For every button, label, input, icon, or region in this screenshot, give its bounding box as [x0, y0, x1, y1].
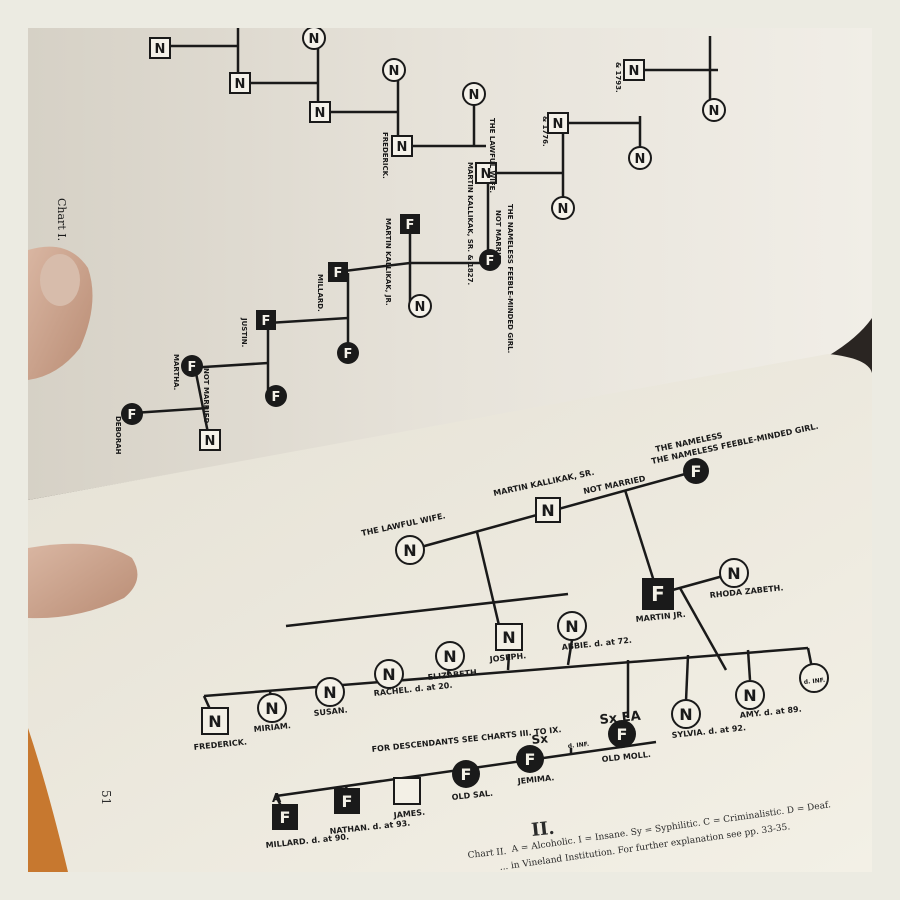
svg-text:N: N: [382, 665, 395, 684]
svg-text:& 1793.: & 1793.: [614, 62, 622, 93]
node-amy: [735, 680, 765, 710]
node-martin-jr: [642, 578, 674, 610]
svg-text:N: N: [265, 699, 278, 718]
svg-text:N: N: [389, 64, 400, 79]
bottom-page: [28, 354, 872, 872]
label-old-sal: OLD SAL.: [451, 789, 493, 802]
node-elizabeth: [435, 641, 465, 671]
node-nameless-girl: [683, 458, 709, 484]
svg-text:N: N: [235, 77, 246, 92]
label-jemima: JEMIMA.: [516, 773, 554, 786]
svg-text:MILLARD.: MILLARD.: [316, 274, 324, 312]
thumbnail-upper: [40, 254, 80, 306]
svg-text:NOT MARRIED: NOT MARRIED: [202, 368, 210, 424]
svg-text:N: N: [679, 705, 692, 724]
svg-text:N: N: [208, 712, 221, 731]
svg-text:NOT MARRIED: NOT MARRIED: [494, 210, 502, 266]
svg-text:N: N: [727, 564, 740, 583]
node-jemima: [516, 745, 544, 773]
svg-text:F: F: [486, 254, 495, 269]
svg-text:F: F: [342, 792, 353, 811]
svg-text:JUSTIN.: JUSTIN.: [240, 317, 248, 347]
svg-text:F: F: [461, 765, 472, 784]
chart-title: Chart II.: [467, 847, 507, 861]
mark-sx: Sx: [531, 731, 549, 747]
top-chart-label: Chart I.: [55, 198, 68, 241]
svg-text:N: N: [553, 117, 564, 132]
svg-text:F: F: [406, 218, 415, 233]
node-sylvia: [671, 699, 701, 729]
top-page-nodes: N N N N N N N N N N N N N F F F N F F F …: [121, 28, 726, 451]
svg-text:F: F: [334, 266, 343, 281]
svg-text:THE NAMELESS FEEBLE-MINDED GIR: THE NAMELESS FEEBLE-MINDED GIRL.: [506, 204, 514, 353]
svg-text:N: N: [469, 88, 480, 103]
svg-text:N: N: [558, 202, 569, 217]
mark-sxea: Sx EA: [599, 709, 642, 728]
svg-text:N: N: [743, 686, 756, 705]
node-old-sal: [452, 760, 480, 788]
svg-text:F: F: [525, 750, 536, 769]
node-abbie: [557, 611, 587, 641]
svg-text:N: N: [205, 434, 216, 449]
svg-text:N: N: [403, 541, 416, 560]
svg-text:N: N: [502, 628, 515, 647]
page-number: 51: [99, 790, 113, 805]
svg-text:MARTIN KALLIKAK, SR. & 1827.: MARTIN KALLIKAK, SR. & 1827.: [466, 162, 474, 285]
svg-text:N: N: [709, 104, 720, 119]
node-susan: [315, 677, 345, 707]
svg-text:N: N: [323, 683, 336, 702]
label-joseph: JOSEPH.: [488, 651, 526, 664]
svg-text:F: F: [128, 408, 137, 423]
finger-lower: [28, 543, 138, 619]
svg-text:N: N: [635, 152, 646, 167]
top-page-labels: Chart I. THE LAWFUL WIFE. MARTIN KALLIKA…: [55, 62, 622, 455]
label-miriam: MIRIAM.: [253, 721, 291, 734]
svg-text:F: F: [691, 462, 702, 481]
svg-text:F: F: [188, 360, 197, 375]
chart-number: II.: [530, 818, 555, 841]
svg-text:& 1776.: & 1776.: [541, 116, 549, 147]
svg-text:N: N: [443, 647, 456, 666]
label-james: JAMES.: [392, 808, 425, 820]
label-inf1: d. INF.: [567, 741, 589, 750]
mark-a: A: [272, 791, 282, 805]
svg-text:THE LAWFUL WIFE.: THE LAWFUL WIFE.: [488, 118, 496, 193]
svg-text:F: F: [280, 808, 291, 827]
node-nathan: [334, 788, 360, 814]
svg-text:N: N: [309, 32, 320, 47]
svg-text:F: F: [617, 725, 628, 744]
label-inf2: d. INF.: [803, 677, 825, 686]
svg-text:N: N: [415, 300, 426, 315]
svg-text:N: N: [629, 64, 640, 79]
svg-text:MARTHA.: MARTHA.: [172, 354, 180, 390]
node-martin-sr: [535, 497, 561, 523]
svg-text:FREDERICK.: FREDERICK.: [381, 132, 389, 179]
node-miriam: [257, 693, 287, 723]
svg-text:MARTIN KALLIKAK, JR.: MARTIN KALLIKAK, JR.: [384, 218, 392, 306]
node-rachel: [374, 659, 404, 689]
node-millard: [272, 804, 298, 830]
svg-text:N: N: [481, 167, 492, 182]
node-joseph: [495, 623, 523, 651]
svg-text:N: N: [397, 140, 408, 155]
svg-text:N: N: [315, 106, 326, 121]
label-susan: SUSAN.: [313, 705, 348, 717]
photograph: N N N N N N N N N N N N N F F F N F F F …: [28, 28, 872, 872]
svg-text:N: N: [155, 42, 166, 57]
node-lawful-wife: [395, 535, 425, 565]
node-james: [393, 777, 421, 805]
svg-text:F: F: [272, 390, 281, 405]
svg-text:F: F: [262, 314, 271, 329]
svg-text:N: N: [541, 501, 554, 520]
node-inf2: [799, 663, 829, 693]
svg-text:DEBORAH: DEBORAH: [114, 416, 122, 455]
bottom-page-nodes: F N N F N N N N N N N N N N F F F F F: [201, 458, 829, 830]
svg-text:F: F: [344, 347, 353, 362]
node-frederick: [201, 707, 229, 735]
node-rhoda: [719, 558, 749, 588]
node-old-moll: [608, 720, 636, 748]
svg-text:N: N: [565, 617, 578, 636]
svg-text:F: F: [651, 582, 665, 606]
